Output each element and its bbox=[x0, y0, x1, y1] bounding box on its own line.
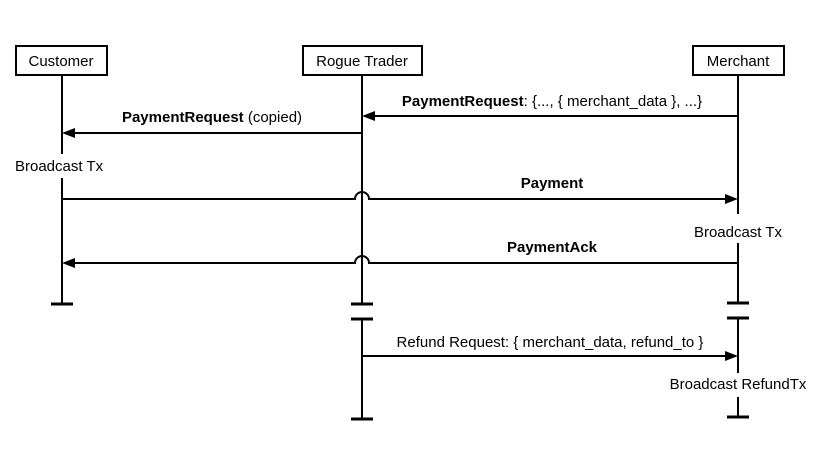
message-payment-request-label: PaymentRequest: {..., { merchant_data },… bbox=[402, 93, 702, 110]
message-payment-request-copied: PaymentRequest (copied) bbox=[62, 109, 362, 138]
message-payment-ack-label: PaymentAck bbox=[507, 239, 598, 256]
arrowhead-left-icon bbox=[62, 258, 75, 268]
lifeline-merchant bbox=[727, 75, 749, 419]
lifeline-customer bbox=[51, 75, 73, 306]
arrowhead-right-icon bbox=[725, 351, 738, 361]
actor-customer: Customer bbox=[15, 45, 108, 76]
arrowhead-left-icon bbox=[62, 128, 75, 138]
arrowhead-left-icon bbox=[362, 111, 375, 121]
annotation-broadcast-tx-customer: Broadcast Tx bbox=[15, 158, 104, 175]
annotation-broadcast-refundtx: Broadcast RefundTx bbox=[670, 376, 807, 393]
lifeline-rogue-trader bbox=[351, 75, 373, 421]
actor-customer-label: Customer bbox=[28, 53, 93, 70]
message-refund-request-label: Refund Request: { merchant_data, refund_… bbox=[397, 334, 704, 351]
message-payment: Payment bbox=[63, 175, 738, 204]
message-refund-request: Refund Request: { merchant_data, refund_… bbox=[363, 334, 738, 361]
annotation-broadcast-tx-merchant: Broadcast Tx bbox=[694, 224, 783, 241]
arrowhead-right-icon bbox=[725, 194, 738, 204]
message-payment-ack: PaymentAck bbox=[62, 239, 737, 268]
actor-rogue-trader-label: Rogue Trader bbox=[316, 53, 408, 70]
actor-rogue-trader: Rogue Trader bbox=[302, 45, 423, 76]
actor-merchant: Merchant bbox=[692, 45, 785, 76]
message-payment-request-copied-label: PaymentRequest (copied) bbox=[122, 109, 302, 126]
message-payment-request: PaymentRequest: {..., { merchant_data },… bbox=[362, 93, 738, 121]
actor-merchant-label: Merchant bbox=[707, 53, 770, 70]
message-payment-label: Payment bbox=[521, 175, 584, 192]
